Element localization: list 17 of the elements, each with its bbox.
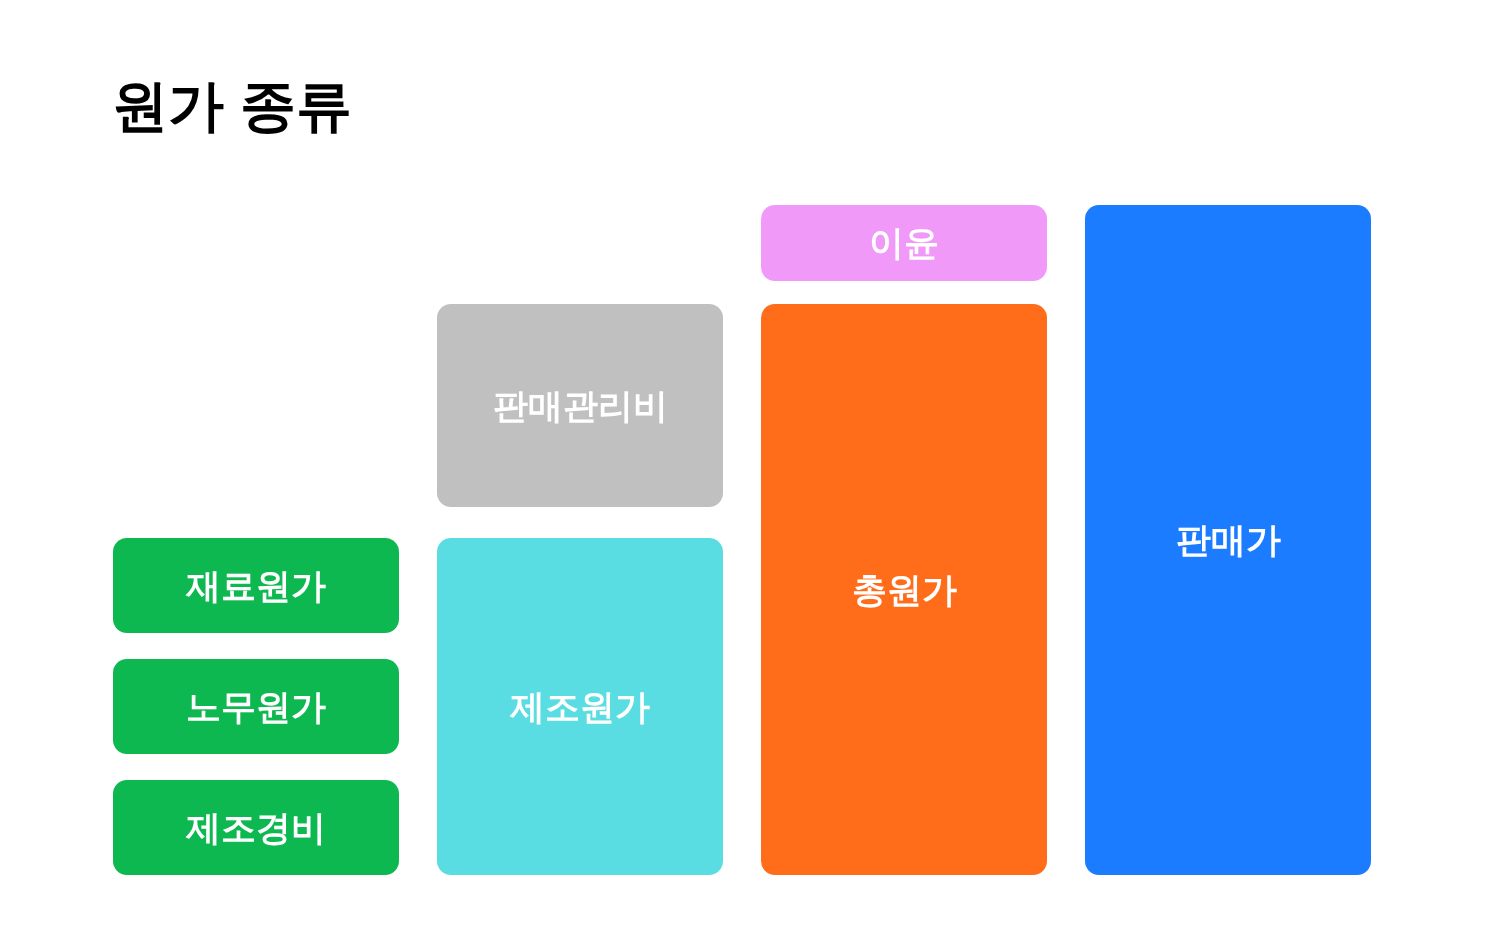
cost-block bbox=[437, 538, 723, 875]
cost-block bbox=[761, 304, 1047, 875]
cost-block bbox=[113, 538, 399, 633]
block-label: 제조경비 bbox=[186, 806, 326, 849]
cost-block bbox=[761, 205, 1047, 281]
block-label: 노무원가 bbox=[186, 685, 326, 728]
block-label: 재료원가 bbox=[186, 564, 326, 607]
block-label: 판매관리비 bbox=[492, 384, 668, 427]
block-label: 이윤 bbox=[869, 222, 939, 264]
cost-block bbox=[1085, 205, 1371, 875]
block-label: 판매가 bbox=[1175, 519, 1281, 561]
cost-block bbox=[113, 780, 399, 875]
cost-block bbox=[113, 659, 399, 754]
block-label: 총원가 bbox=[851, 568, 957, 611]
cost-block bbox=[437, 304, 723, 507]
title: 원가 종류 bbox=[112, 73, 352, 139]
block-label: 제조원가 bbox=[510, 685, 650, 728]
